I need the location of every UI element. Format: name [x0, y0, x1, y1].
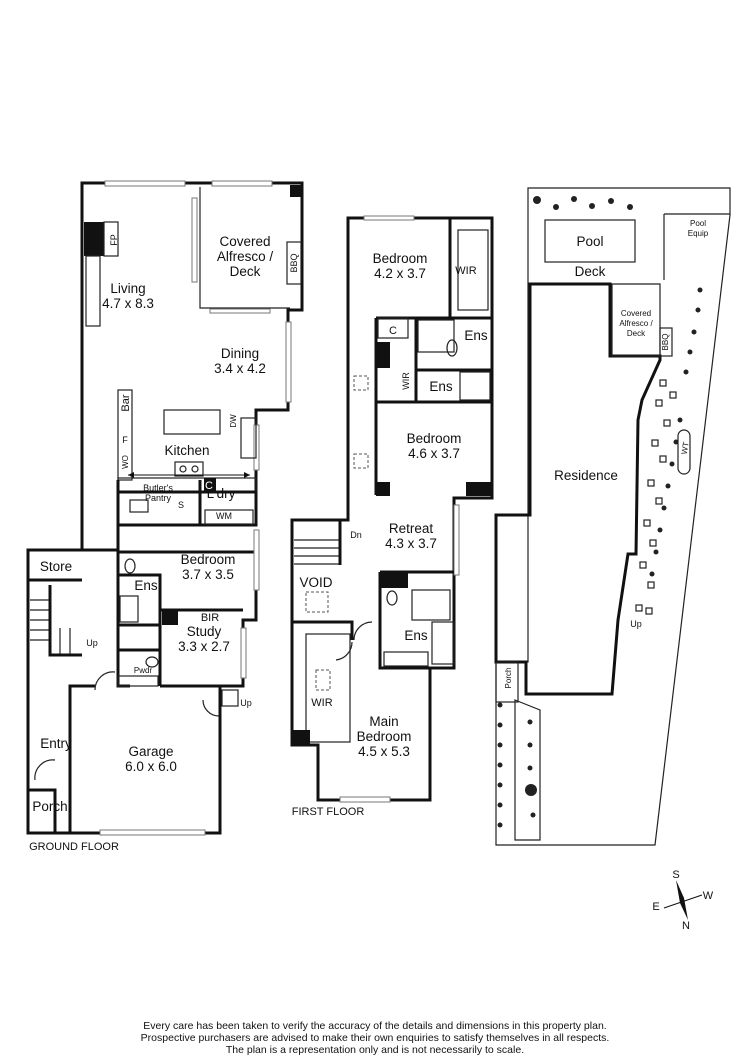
laundry-label: L'dry [207, 486, 236, 501]
main-bedroom-dims: 4.5 x 5.3 [358, 744, 410, 759]
porch-label: Porch [32, 799, 67, 814]
wall-oven-label: WO [121, 455, 130, 469]
wir1-label: WIR [455, 265, 476, 277]
bedroom-dims: 3.7 x 3.5 [182, 567, 234, 582]
water-tank [677, 429, 691, 475]
fridge-label: F [122, 435, 128, 445]
dining-dims: 3.4 x 4.2 [214, 361, 266, 376]
compass-icon: S E W N [652, 869, 713, 932]
butlers-label-2: Pantry [145, 493, 172, 503]
fireplace-icon [84, 222, 104, 256]
site-bbq-label: BBQ [661, 334, 670, 351]
garage-dims: 6.0 x 6.0 [125, 759, 177, 774]
compass-s: S [672, 869, 679, 881]
cupboard-label-ff: C [389, 325, 397, 337]
first-floor-title: FIRST FLOOR [292, 806, 365, 818]
garage-up-label: Up [240, 698, 252, 708]
disclaimer-line-2: Prospective purchasers are advised to ma… [140, 1032, 610, 1044]
kitchen-island [163, 409, 221, 435]
garage-label: Garage [128, 744, 173, 759]
disclaimer-line-3: The plan is a representation only and is… [225, 1044, 525, 1056]
entry-label: Entry [40, 736, 72, 751]
site-porch-label: Porch [504, 668, 513, 689]
pool-equip-label-1: Pool [690, 219, 706, 228]
bbq-unit [286, 241, 302, 285]
compass-e: E [652, 901, 659, 913]
retreat-dims: 4.3 x 3.7 [385, 536, 437, 551]
pool-equip-label-2: Equip [688, 229, 709, 238]
ground-floor-plan: Living 4.7 x 8.3 Covered Alfresco / Deck… [26, 180, 304, 853]
living-label: Living [110, 281, 145, 296]
sink-label: S [178, 500, 184, 510]
disclaimer-line-1: Every care has been taken to verify the … [143, 1020, 607, 1032]
store-label: Store [40, 559, 72, 574]
retreat-label: Retreat [389, 521, 434, 536]
deck-label: Deck [575, 264, 606, 279]
bedroom1-dims: 4.2 x 3.7 [374, 266, 426, 281]
dishwasher-label: DW [229, 414, 238, 428]
cupboard-label: C [205, 480, 213, 492]
butlers-label-1: Butler's [143, 483, 173, 493]
fp-label: FP [109, 234, 119, 246]
bedroom-label: Bedroom [181, 552, 236, 567]
cooktop [174, 461, 204, 477]
first-floor-plan: Bedroom 4.2 x 3.7 Bedroom 4.6 x 3.7 Retr… [290, 215, 494, 818]
kitchen-label: Kitchen [164, 443, 209, 458]
site-alfresco-label-2: Alfresco / [619, 319, 653, 328]
water-tank-label: WT [680, 441, 691, 455]
dining-label: Dining [221, 346, 259, 361]
ground-floor-title: GROUND FLOOR [29, 841, 119, 853]
ensuite-label: Ens [134, 578, 158, 593]
ensuite3-label: Ens [404, 628, 428, 643]
main-bedroom-label-1: Main [369, 714, 398, 729]
alfresco-label-2: Alfresco / [217, 249, 274, 264]
residence-label: Residence [554, 468, 618, 483]
study-dims: 3.3 x 2.7 [178, 639, 230, 654]
site-alfresco-label-3: Deck [627, 329, 646, 338]
alfresco-label-3: Deck [230, 264, 261, 279]
site-alfresco-label-1: Covered [621, 309, 651, 318]
bbq-label: BBQ [289, 253, 299, 272]
pool-shape [544, 219, 636, 263]
wir2-label: WIR [401, 372, 411, 390]
pool-label: Pool [576, 234, 603, 249]
compass-w: W [703, 890, 714, 902]
bir-label: BIR [201, 612, 219, 624]
site-up-label: Up [630, 619, 642, 629]
main-bedroom-label-2: Bedroom [357, 729, 412, 744]
void-label: VOID [299, 575, 332, 590]
bedroom2-label: Bedroom [407, 431, 462, 446]
stairs-down-label: Dn [350, 530, 362, 540]
study-label: Study [187, 624, 222, 639]
bar-label: Bar [120, 394, 132, 411]
compass-n: N [682, 920, 690, 932]
powder-label: Pwdr [134, 666, 153, 675]
bedroom1-label: Bedroom [373, 251, 428, 266]
wir3-label: WIR [311, 697, 332, 709]
ensuite2-label: Ens [429, 379, 453, 394]
alfresco-label-1: Covered [219, 234, 270, 249]
site-plan: Pool Pool Equip Deck Covered Alfresco / … [494, 187, 731, 846]
ensuite1-label: Ens [464, 328, 488, 343]
stairs-up-label: Up [86, 638, 98, 648]
washing-machine-label: WM [216, 511, 232, 521]
living-dims: 4.7 x 8.3 [102, 296, 154, 311]
bedroom2-dims: 4.6 x 3.7 [408, 446, 460, 461]
